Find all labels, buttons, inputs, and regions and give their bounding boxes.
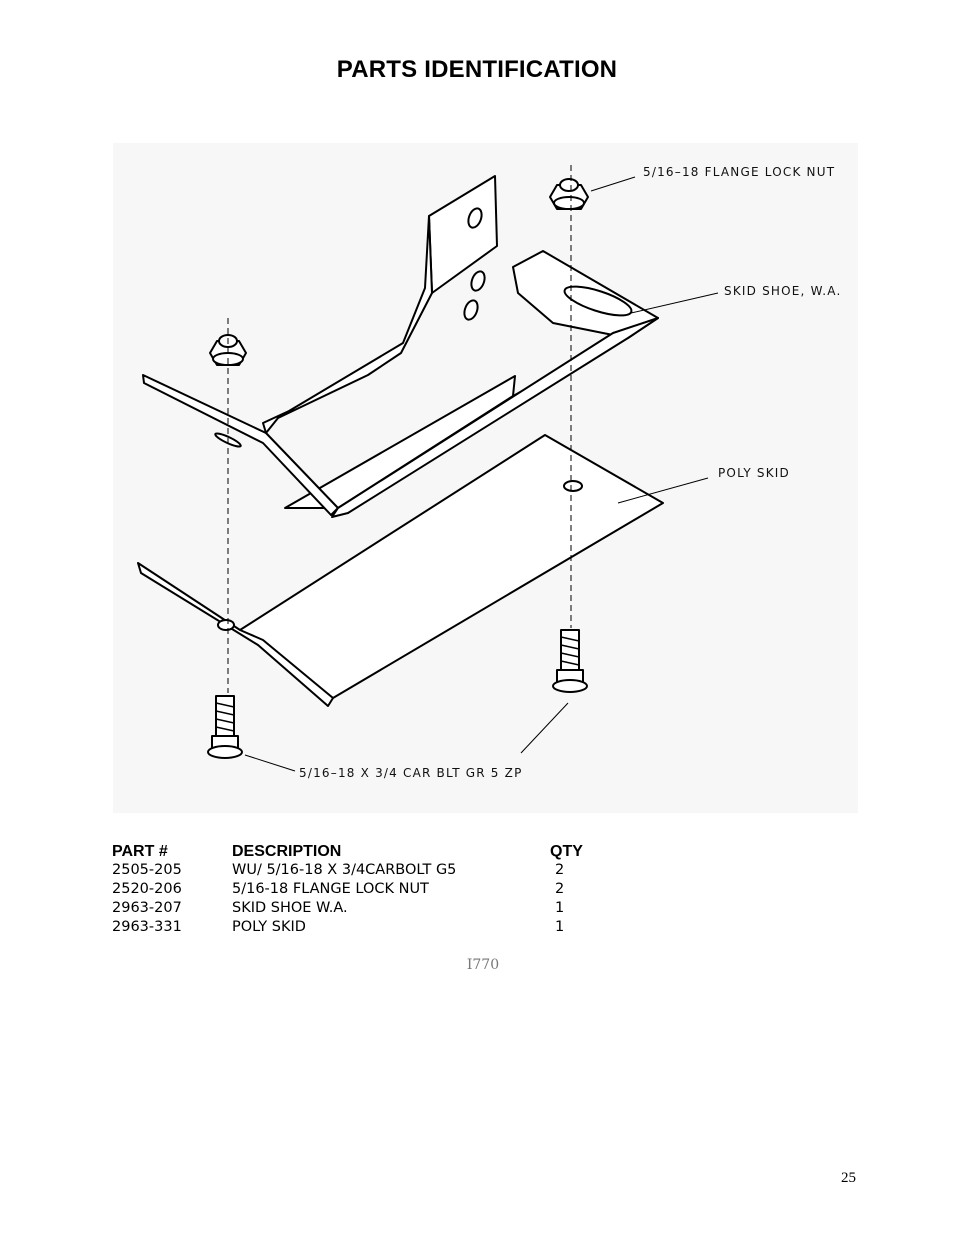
document-code: I770 bbox=[466, 957, 500, 973]
part-qty: 1 bbox=[555, 900, 565, 916]
part-description: POLY SKID bbox=[232, 919, 306, 935]
carriage-bolt-drawing bbox=[207, 695, 243, 759]
callout-carriage-bolt: 5/16–18 X 3/4 CAR BLT GR 5 ZP bbox=[299, 766, 523, 780]
callout-skid-shoe: SKID SHOE, W.A. bbox=[724, 284, 842, 298]
part-qty: 2 bbox=[555, 881, 565, 897]
poly-skid-drawing bbox=[137, 434, 664, 707]
table-row: 2520-206 5/16-18 FLANGE LOCK NUT 2 bbox=[112, 880, 672, 899]
table-row: 2963-331 POLY SKID 1 bbox=[112, 918, 672, 937]
part-number: 2505-205 bbox=[112, 862, 182, 878]
part-number: 2963-331 bbox=[112, 919, 182, 935]
skid-shoe-drawing bbox=[142, 175, 659, 518]
part-description: WU/ 5/16-18 X 3/4CARBOLT G5 bbox=[232, 862, 457, 878]
part-qty: 2 bbox=[555, 862, 565, 878]
table-row: 2505-205 WU/ 5/16-18 X 3/4CARBOLT G5 2 bbox=[112, 861, 672, 880]
parts-exploded-diagram: 5/16–18 FLANGE LOCK NUT SKID SHOE, W.A. … bbox=[113, 143, 858, 813]
callout-poly-skid: POLY SKID bbox=[718, 466, 790, 480]
part-description: SKID SHOE W.A. bbox=[232, 900, 348, 916]
part-number: 2520-206 bbox=[112, 881, 182, 897]
header-description: DESCRIPTION bbox=[232, 843, 342, 860]
callout-flange-lock-nut: 5/16–18 FLANGE LOCK NUT bbox=[643, 165, 835, 179]
page-title: PARTS IDENTIFICATION bbox=[336, 56, 618, 83]
flange-lock-nut-drawing bbox=[549, 178, 589, 210]
header-qty: QTY bbox=[550, 843, 583, 860]
parts-table: PART # DESCRIPTION QTY 2505-205 WU/ 5/16… bbox=[112, 842, 672, 937]
table-row: 2963-207 SKID SHOE W.A. 1 bbox=[112, 899, 672, 918]
page-number: 25 bbox=[841, 1170, 856, 1186]
part-number: 2963-207 bbox=[112, 900, 182, 916]
part-description: 5/16-18 FLANGE LOCK NUT bbox=[232, 881, 429, 897]
parts-table-header: PART # DESCRIPTION QTY bbox=[112, 842, 672, 861]
header-part-number: PART # bbox=[112, 843, 168, 860]
carriage-bolt-drawing bbox=[552, 629, 588, 693]
part-qty: 1 bbox=[555, 919, 565, 935]
